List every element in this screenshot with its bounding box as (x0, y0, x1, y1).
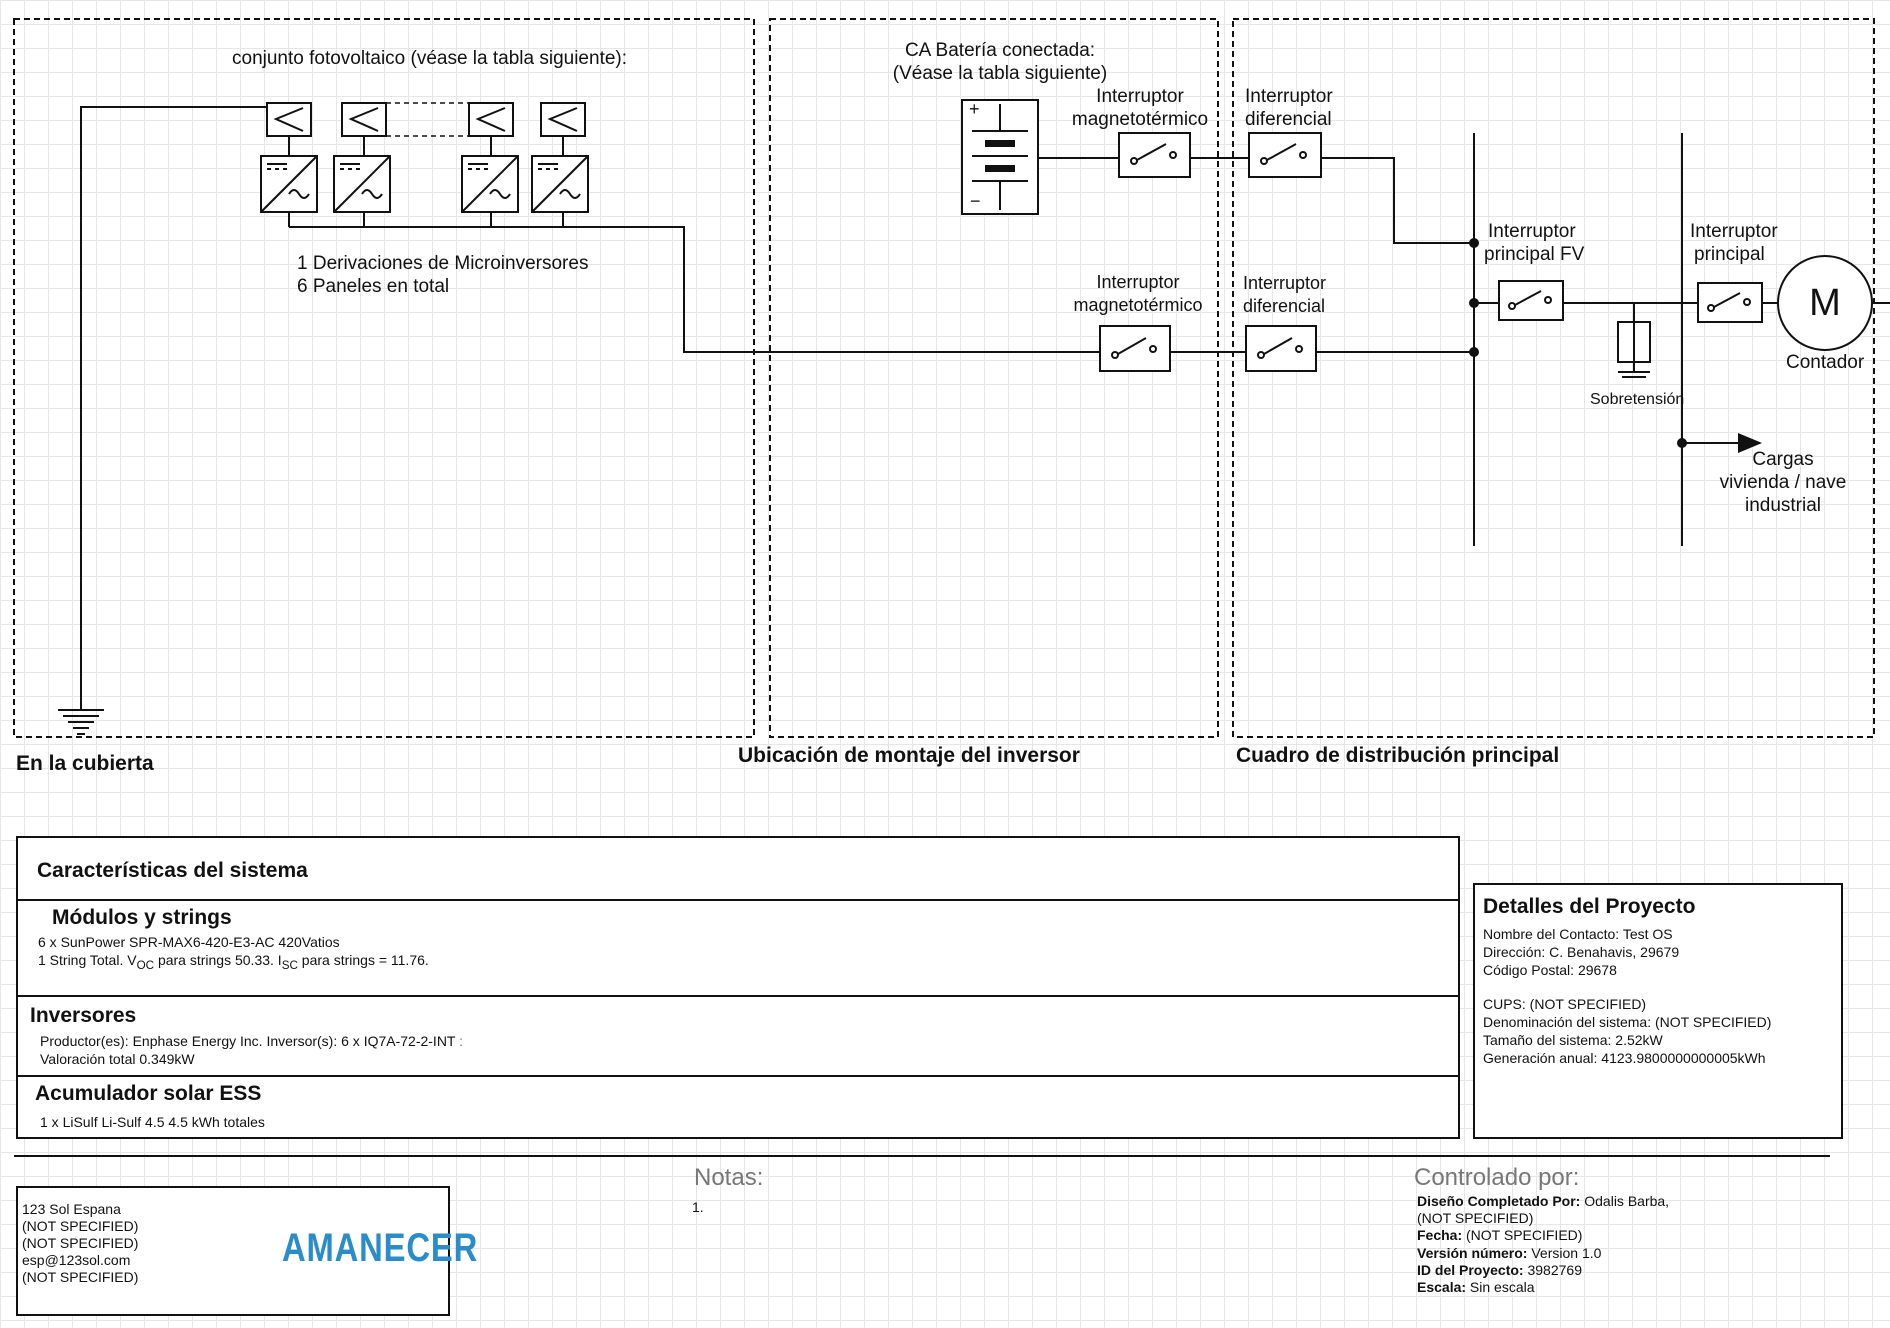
surge-label: Sobretensión (1590, 391, 1685, 408)
zone-label-distribution: Cuadro de distribución principal (1236, 744, 1560, 767)
mcb-top-label-2: magnetotérmico (1071, 109, 1209, 130)
modules-row: Módulos y strings 6 x SunPower SPR-MAX6-… (18, 901, 1458, 997)
inverters-line1: Productor(es): Enphase Energy Inc. Inver… (40, 1033, 464, 1049)
company-name: 123 Sol Espana (22, 1201, 121, 1217)
loads-label-3: industrial (1744, 495, 1822, 516)
loads-label-1: Cargas (1752, 449, 1814, 470)
control-designer: Diseño Completado Por: Odalis Barba, (1417, 1193, 1670, 1209)
modules-line1: 6 x SunPower SPR-MAX6-420-E3-AC 420Vatio… (38, 934, 340, 950)
control-version: Versión número: Version 1.0 (1417, 1245, 1602, 1261)
battery-title-line1: CA Batería conectada: (904, 40, 1096, 61)
pv-array-title: conjunto fotovoltaico (véase la tabla si… (232, 48, 628, 69)
control-title: Controlado por: (1414, 1164, 1580, 1191)
project-system-name: Denominación del sistema: (NOT SPECIFIED… (1483, 1014, 1772, 1030)
rcd-top-label-1: Interruptor (1245, 86, 1333, 107)
rcd-bottom-label-2: diferencial (1243, 296, 1326, 316)
pv-main-label-2: principal FV (1484, 244, 1585, 265)
zone-label-inverter: Ubicación de montaje del inversor (738, 744, 1080, 767)
zone-distribution-frame (1232, 18, 1875, 738)
pv-branch-line2: 6 Paneles en total (297, 276, 450, 297)
company-box: 123 Sol Espana (NOT SPECIFIED) (NOT SPEC… (16, 1186, 450, 1316)
system-title: Características del sistema (37, 859, 308, 882)
inverters-title: Inversores (30, 1004, 137, 1027)
ess-row: Acumulador solar ESS 1 x LiSulf Li-Sulf … (18, 1077, 1458, 1139)
pv-main-label-1: Interruptor (1488, 221, 1576, 242)
main-breaker-label-2: principal (1694, 244, 1765, 265)
project-details-title: Detalles del Proyecto (1483, 895, 1696, 918)
breaker-rcd-bottom (1245, 325, 1317, 372)
project-system-size: Tamaño del sistema: 2.52kW (1483, 1032, 1663, 1048)
meter-circle (1777, 255, 1873, 351)
microinverter-4 (531, 155, 589, 213)
pv-panel-3 (468, 102, 514, 137)
company-line5: (NOT SPECIFIED) (22, 1269, 139, 1285)
company-email: esp@123sol.com (22, 1252, 131, 1268)
microinverters (260, 155, 589, 213)
breaker-main (1697, 282, 1763, 323)
loads-label-2: vivienda / nave (1719, 472, 1847, 493)
rcd-top-label-2: diferencial (1245, 109, 1332, 130)
battery-title-line2: (Véase la tabla siguiente) (892, 63, 1108, 84)
company-line2: (NOT SPECIFIED) (22, 1218, 139, 1234)
notes-title: Notas: (694, 1164, 764, 1191)
battery-minus: − (970, 191, 981, 211)
control-designer-line2: (NOT SPECIFIED) (1417, 1210, 1534, 1226)
pv-branch-line1: 1 Derivaciones de Microinversores (297, 253, 589, 274)
battery-plus: + (969, 99, 980, 119)
microinverter-3 (461, 155, 519, 213)
system-characteristics-table: Características del sistema Módulos y st… (16, 836, 1460, 1139)
breaker-mcb-top (1118, 132, 1191, 178)
breaker-mcb-bottom (1099, 325, 1171, 372)
zone-roof-frame (13, 18, 755, 738)
main-breaker-label-1: Interruptor (1690, 221, 1778, 242)
modules-line2: 1 String Total. VOC para strings 50.33. … (38, 952, 429, 972)
control-date: Fecha: (NOT SPECIFIED) (1417, 1227, 1583, 1243)
notes-item-1: 1. (692, 1199, 704, 1215)
ess-title: Acumulador solar ESS (35, 1082, 262, 1105)
inverters-line2: Valoración total 0.349kW (40, 1051, 195, 1067)
project-annual-generation: Generación anual: 4123.9800000000005kWh (1483, 1050, 1766, 1066)
company-line3: (NOT SPECIFIED) (22, 1235, 139, 1251)
mcb-bottom-label-1: Interruptor (1096, 272, 1180, 292)
zone-inverter-frame (769, 18, 1219, 738)
pv-panel-2 (341, 102, 387, 137)
control-project-id: ID del Proyecto: 3982769 (1417, 1262, 1582, 1278)
rcd-bottom-label-1: Interruptor (1243, 273, 1327, 293)
ess-line1: 1 x LiSulf Li-Sulf 4.5 4.5 kWh totales (40, 1114, 265, 1130)
pv-panel-1 (266, 102, 312, 137)
inverters-row: Inversores Productor(es): Enphase Energy… (18, 997, 1458, 1077)
wiring (288, 133, 1890, 546)
project-address: Dirección: C. Benahavis, 29679 (1483, 944, 1680, 960)
zone-label-roof: En la cubierta (16, 752, 154, 775)
system-title-row: Características del sistema (18, 838, 1458, 901)
meter-symbol: M (1809, 282, 1841, 324)
project-postal-code: Código Postal: 29678 (1483, 962, 1617, 978)
breaker-pv-main (1498, 280, 1564, 321)
project-cups: CUPS: (NOT SPECIFIED) (1483, 996, 1647, 1012)
project-contact: Nombre del Contacto: Test OS (1483, 926, 1673, 942)
pv-panels (266, 102, 586, 137)
ground-connection (58, 106, 267, 735)
panel-string-dashed (386, 102, 469, 137)
breakers (1099, 132, 1763, 372)
pv-panel-4 (540, 102, 586, 137)
microinverter-1 (260, 155, 318, 213)
logo-text: AMANECER (282, 1226, 479, 1270)
microinverter-2 (333, 155, 391, 213)
breaker-rcd-top (1248, 132, 1322, 178)
project-details-box: Detalles del Proyecto Nombre del Contact… (1473, 883, 1843, 1139)
battery-symbol (961, 99, 1039, 215)
junction-dots (1469, 238, 1687, 448)
mcb-top-label-1: Interruptor (1096, 86, 1184, 107)
modules-title: Módulos y strings (52, 906, 232, 929)
mcb-bottom-label-2: magnetotérmico (1073, 295, 1203, 315)
meter-label: Contador (1786, 352, 1865, 373)
control-scale: Escala: Sin escala (1417, 1279, 1535, 1295)
